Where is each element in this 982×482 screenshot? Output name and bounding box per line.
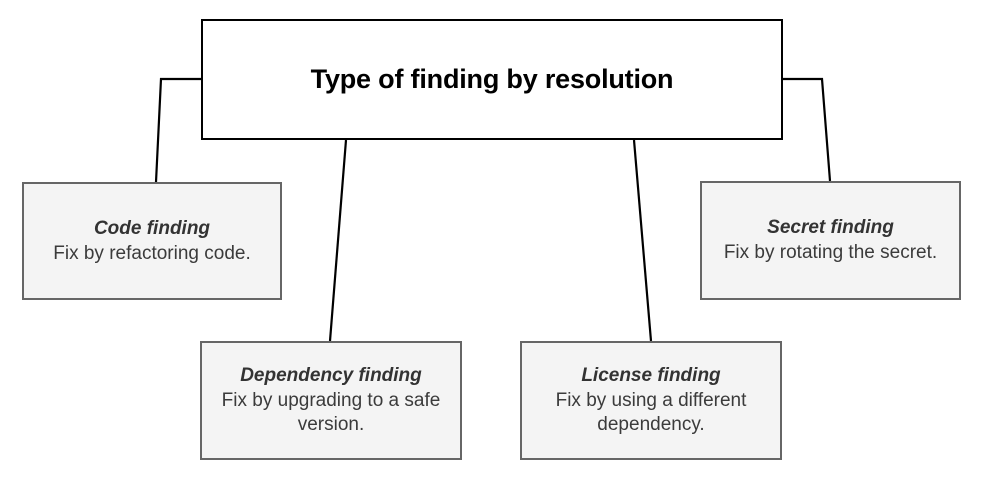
root-node-title: Type of finding by resolution (310, 64, 674, 95)
node-secret-finding-title: Secret finding (767, 217, 894, 239)
connector-root-to-secret (783, 77, 832, 182)
node-license-finding-title: License finding (581, 365, 721, 387)
node-license-finding-description: Fix by using a different dependency. (555, 390, 747, 435)
root-node[interactable]: Type of finding by resolution (201, 19, 783, 140)
node-dependency-finding-title: Dependency finding (240, 365, 422, 387)
connector-root-to-dependency (328, 139, 348, 342)
node-code-finding[interactable]: Code finding Fix by refactoring code. (22, 182, 282, 300)
node-dependency-finding-description: Fix by upgrading to a safe version. (221, 390, 441, 435)
node-secret-finding[interactable]: Secret finding Fix by rotating the secre… (700, 181, 961, 300)
node-code-finding-title: Code finding (93, 217, 211, 239)
connector-root-to-license (632, 139, 653, 342)
node-license-finding[interactable]: License finding Fix by using a different… (520, 341, 782, 460)
node-code-finding-description: Fix by refactoring code. (53, 242, 251, 264)
node-secret-finding-description: Fix by rotating the secret. (723, 242, 938, 263)
node-dependency-finding[interactable]: Dependency finding Fix by upgrading to a… (200, 341, 462, 460)
connector-root-to-code (154, 77, 201, 183)
